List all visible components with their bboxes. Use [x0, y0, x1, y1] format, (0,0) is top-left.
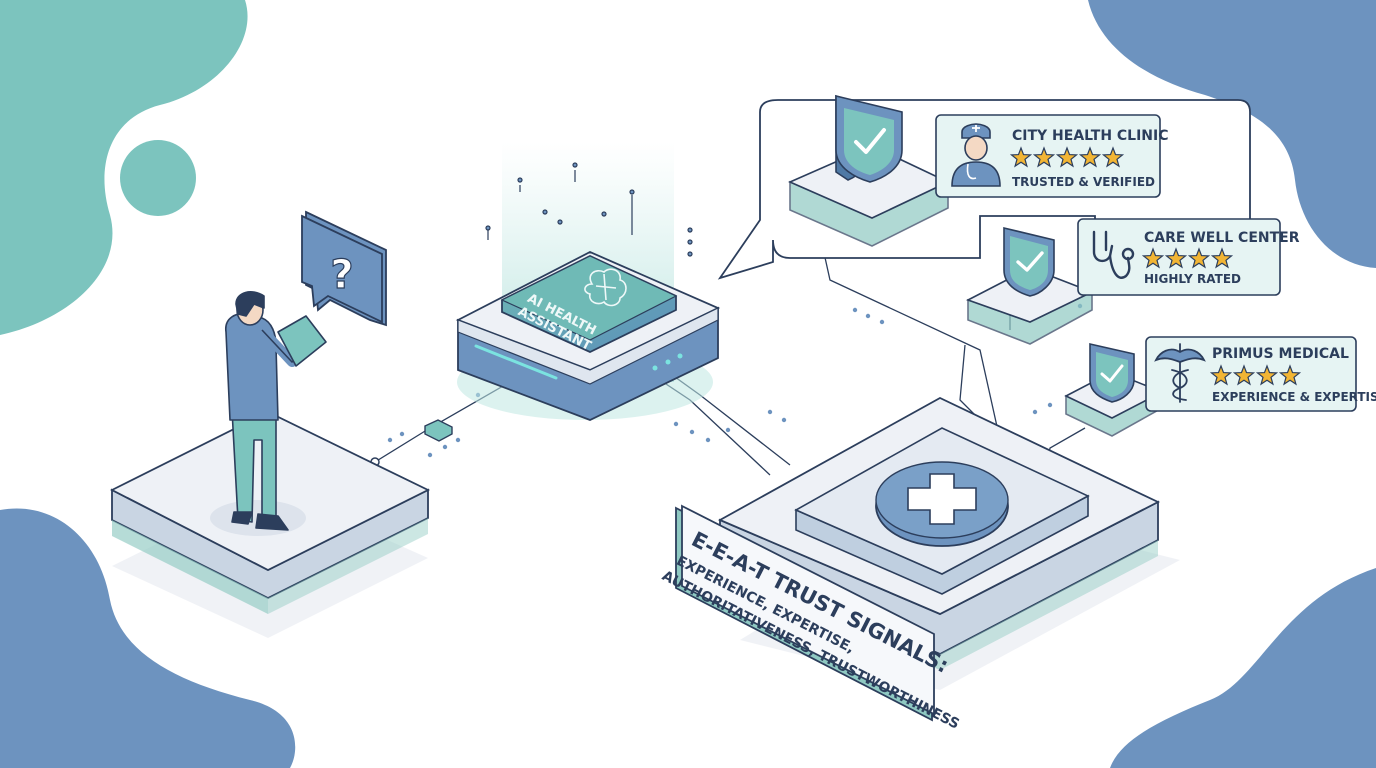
star-icon [1209, 364, 1233, 386]
star-icon [1232, 364, 1256, 386]
star-icon [1101, 146, 1125, 168]
star-icon [1187, 247, 1211, 269]
provider-card-primus-medical[interactable]: PRIMUS MEDICAL EXPERIENCE & EXPERTISE [1145, 336, 1376, 412]
star-rating-1 [1009, 146, 1125, 168]
blob-dot-left [120, 140, 196, 216]
star-rating-3 [1209, 364, 1302, 386]
star-icon [1078, 146, 1102, 168]
star-icon [1210, 247, 1234, 269]
star-icon [1164, 247, 1188, 269]
person-figure [225, 291, 327, 531]
star-rating-2 [1141, 247, 1234, 269]
star-icon [1278, 364, 1302, 386]
data-particles [485, 162, 693, 257]
blob-bottom-left [0, 508, 296, 768]
star-icon [1032, 146, 1056, 168]
blob-top-left [0, 0, 248, 335]
star-icon [1055, 146, 1079, 168]
medical-cross-platform [717, 396, 1180, 690]
blob-top-right [1088, 0, 1376, 268]
medical-cross-icon [907, 473, 977, 525]
provider-tagline-3: EXPERIENCE & EXPERTISE [1212, 390, 1376, 404]
tablet-icon [277, 315, 327, 367]
provider-tagline-2: HIGHLY RATED [1144, 272, 1241, 286]
provider-name-1: CITY HEALTH CLINIC [1012, 128, 1169, 144]
provider-tagline-1: TRUSTED & VERIFIED [1012, 175, 1155, 189]
star-icon [1141, 247, 1165, 269]
caduceus-icon [1154, 343, 1206, 403]
star-icon [1255, 364, 1279, 386]
question-bubble: ? [301, 210, 387, 327]
provider-1-shield-platform [788, 94, 950, 247]
stethoscope-icon [1092, 230, 1135, 279]
provider-name-2: CARE WELL CENTER [1144, 230, 1300, 246]
doctor-icon [951, 123, 1001, 187]
question-mark-icon: ? [330, 252, 353, 298]
provider-card-care-well-center[interactable]: CARE WELL CENTER HIGHLY RATED [1077, 218, 1300, 296]
provider-card-city-health-clinic[interactable]: CITY HEALTH CLINIC TRUSTED & VERIFIED [935, 114, 1169, 198]
provider-2-shield-platform [965, 226, 1095, 345]
blob-bottom-right [1110, 568, 1376, 768]
provider-name-3: PRIMUS MEDICAL [1212, 346, 1349, 362]
ai-assistant-box: AI HEALTH ASSISTANT [455, 142, 721, 421]
brain-icon [584, 268, 627, 307]
star-icon [1009, 146, 1033, 168]
